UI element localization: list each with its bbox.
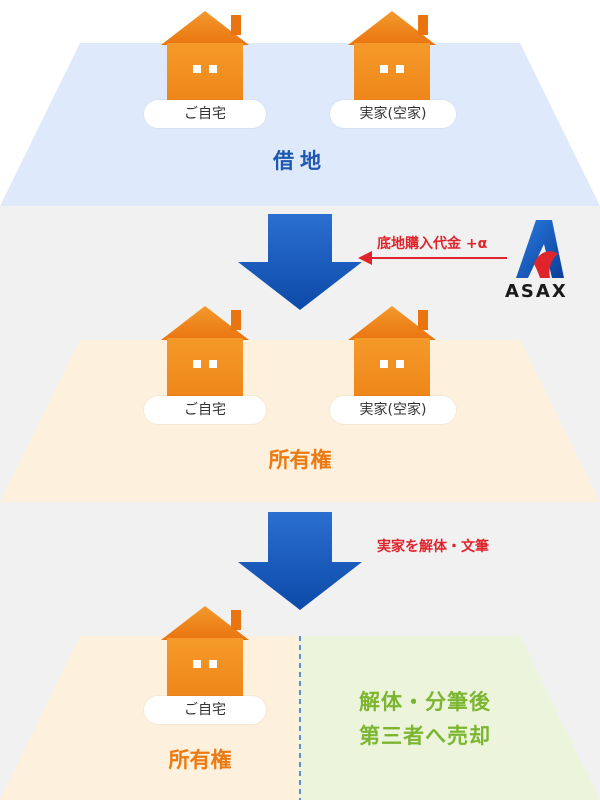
stage1-house2-label: 実家(空家) [330, 100, 456, 128]
stage2-house1-label: ご自宅 [144, 396, 266, 424]
transition1-note: 底地購入代金 +α [377, 236, 488, 252]
stage2-house2-icon [348, 306, 436, 402]
stage3-house1-icon [161, 606, 249, 702]
stage2-house2-label: 実家(空家) [330, 396, 456, 424]
asax-logo-text: ASAX [505, 281, 568, 302]
stage1-house1-icon [161, 11, 249, 107]
stage3-land-right [300, 636, 600, 800]
stage3-right-line2: 第三者へ売却 [359, 724, 491, 748]
down-arrow-1-icon [238, 214, 362, 310]
red-arrow-icon [358, 251, 372, 265]
stage3-right-text: 解体・分筆後 第三者へ売却 [330, 685, 520, 753]
transition2-note: 実家を解体・文筆 [377, 539, 489, 555]
stage1-house2-icon [348, 11, 436, 107]
stage1-house1-label: ご自宅 [144, 100, 266, 128]
asax-logo [516, 220, 564, 278]
stage3-land-label: 所有権 [168, 748, 232, 772]
stage3-house1-label: ご自宅 [144, 696, 266, 724]
stage1-land [0, 43, 600, 206]
down-arrow-2-icon [238, 512, 362, 610]
stage2-land-label: 所有権 [268, 448, 332, 472]
stage2-land [0, 340, 600, 502]
stage3-right-line1: 解体・分筆後 [359, 690, 491, 714]
stage1-land-label: 借地 [273, 149, 327, 173]
stage2-house1-icon [161, 306, 249, 402]
